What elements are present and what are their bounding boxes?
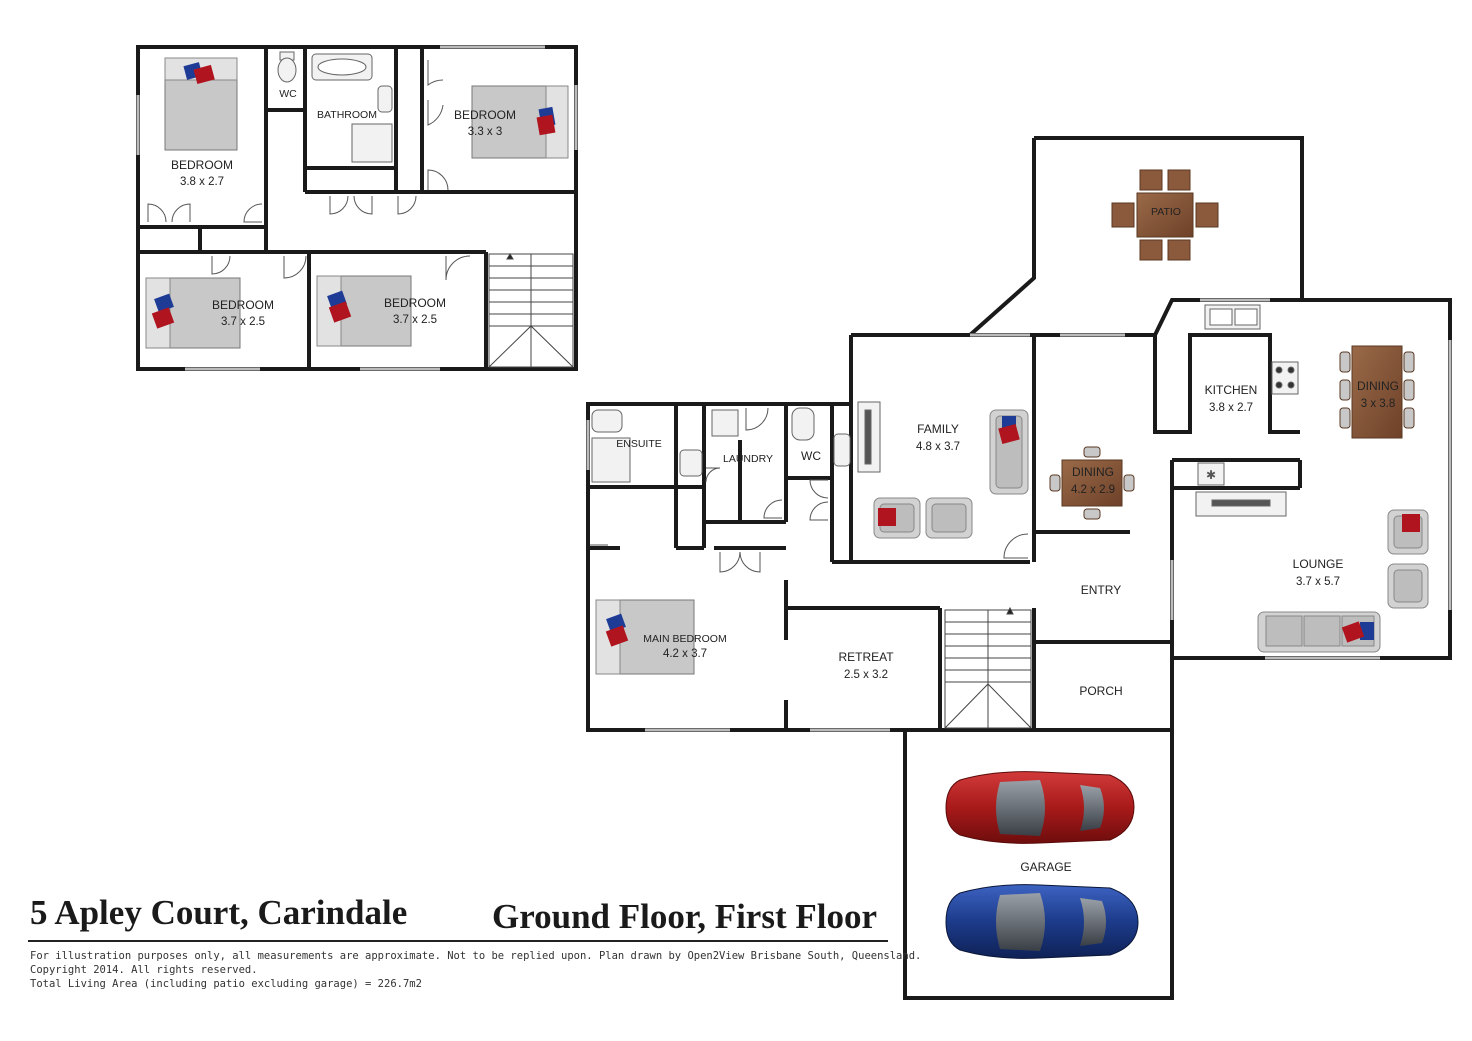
toilet-icon xyxy=(277,57,297,83)
room-label: BEDROOM xyxy=(384,296,446,310)
room-label: RETREAT xyxy=(838,650,894,664)
bed-icon xyxy=(316,275,412,347)
room-label: FAMILY xyxy=(917,422,959,436)
first-floor-windows xyxy=(136,45,578,371)
first-floor-fixtures xyxy=(277,51,393,163)
room-size: 4.2 x 3.7 xyxy=(663,648,707,660)
patio-table-icon xyxy=(1111,169,1219,261)
blue-car-icon xyxy=(945,884,1139,959)
garage-outline xyxy=(903,728,1174,1000)
toilet-icon xyxy=(791,407,815,441)
shower-icon xyxy=(351,123,393,163)
ground-floor-labels: PATIO KITCHEN 3.8 x 2.7 DINING 3 x 3.8 F… xyxy=(616,206,1399,874)
room-size: 4.8 x 3.7 xyxy=(916,441,960,453)
room-label: KITCHEN xyxy=(1205,383,1258,397)
svg-text:✱: ✱ xyxy=(1206,468,1216,482)
shower-icon xyxy=(591,437,631,483)
room-label: LAUNDRY xyxy=(723,453,773,465)
room-label: DINING xyxy=(1357,379,1399,393)
room-label: ENTRY xyxy=(1081,583,1121,597)
room-label: PATIO xyxy=(1151,206,1181,218)
property-address: 5 Apley Court, Carindale xyxy=(30,893,408,932)
room-label: BEDROOM xyxy=(171,158,233,172)
first-floor-stairs xyxy=(488,253,574,368)
first-floor-beds xyxy=(145,57,569,349)
disclaimer-line: Copyright 2014. All rights reserved. xyxy=(30,964,258,976)
toilet-icon xyxy=(591,409,623,433)
wall xyxy=(1153,333,1300,434)
room-label: WC xyxy=(279,88,297,100)
room-label: MAIN BEDROOM xyxy=(643,633,726,645)
room-size: 3.8 x 2.7 xyxy=(1209,402,1253,414)
first-floor-outline xyxy=(136,45,578,371)
cooktop-icon xyxy=(1271,361,1299,395)
title-divider xyxy=(28,940,888,942)
first-floor-doors xyxy=(147,60,471,281)
room-size: 3.8 x 2.7 xyxy=(180,176,224,188)
fan-icon xyxy=(1197,462,1225,486)
room-label: GARAGE xyxy=(1020,860,1071,874)
sink-icon xyxy=(833,433,851,467)
wall xyxy=(1034,136,1304,300)
sink-icon xyxy=(679,449,703,477)
first-floor-labels: BEDROOM 3.8 x 2.7 WC BATHROOM BEDROOM 3.… xyxy=(171,88,516,328)
room-label: ENSUITE xyxy=(616,438,662,450)
laundry-tub-icon xyxy=(711,409,739,437)
room-label: BEDROOM xyxy=(454,108,516,122)
ground-floor-doors xyxy=(590,407,1174,620)
disclaimer: For illustration purposes only, all meas… xyxy=(30,949,922,991)
room-label: BEDROOM xyxy=(212,298,274,312)
bed-icon xyxy=(164,57,238,151)
living-area-line: Total Living Area (including patio exclu… xyxy=(30,978,422,990)
room-size: 2.5 x 3.2 xyxy=(844,669,888,681)
first-floor-plan xyxy=(136,45,578,371)
room-size: 4.2 x 2.9 xyxy=(1071,484,1115,496)
room-label: LOUNGE xyxy=(1293,557,1344,571)
room-label: DINING xyxy=(1072,465,1114,479)
room-label: BATHROOM xyxy=(317,109,377,121)
seating xyxy=(873,409,1429,653)
ground-floor-windows xyxy=(586,298,1452,732)
disclaimer-line: For illustration purposes only, all meas… xyxy=(30,950,922,962)
room-size: 3.7 x 2.5 xyxy=(221,316,265,328)
room-label: WC xyxy=(801,449,821,463)
room-size: 3.3 x 3 xyxy=(468,126,503,138)
red-car-icon xyxy=(945,771,1135,844)
room-size: 3 x 3.8 xyxy=(1361,398,1396,410)
room-label: PORCH xyxy=(1079,684,1122,698)
floors-title: Ground Floor, First Floor xyxy=(492,897,877,936)
room-size: 3.7 x 2.5 xyxy=(393,314,437,326)
sink-icon xyxy=(377,85,393,113)
ground-floor-fixtures: ✱ xyxy=(591,304,1299,517)
room-size: 3.7 x 5.7 xyxy=(1296,576,1340,588)
bed-icon xyxy=(471,85,569,159)
wall xyxy=(968,138,1036,337)
bed-icon xyxy=(595,599,695,675)
dining-table-icon xyxy=(1049,446,1135,520)
bed-icon xyxy=(145,277,241,349)
dining-table-icon xyxy=(1339,345,1415,439)
ground-floor-stairs xyxy=(944,606,1032,729)
